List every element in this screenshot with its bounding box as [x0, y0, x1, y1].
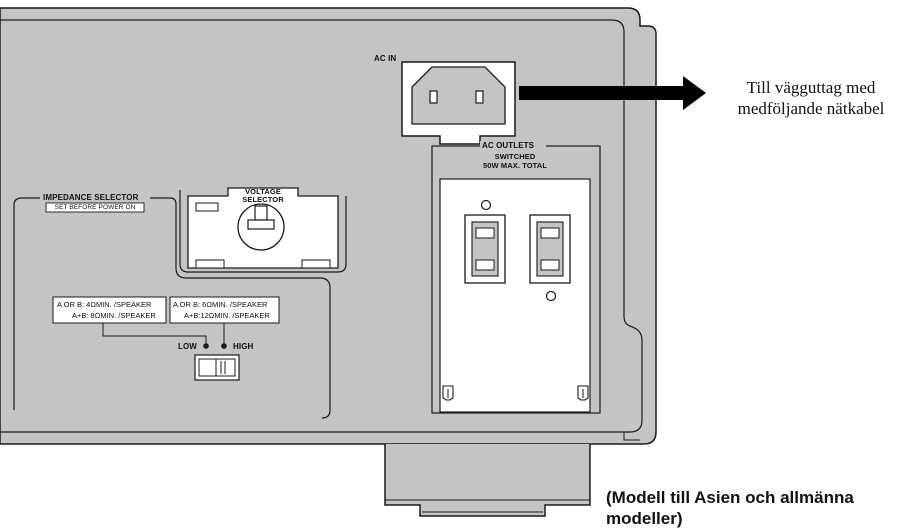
- ac-outlets-title-bg: [480, 141, 546, 151]
- ac-outlets-plate: [439, 178, 591, 413]
- voltage-selector-label-1: VOLTAGE: [245, 187, 281, 196]
- ac-inlet-socket: [411, 66, 506, 125]
- impedance-bracket-right: [150, 197, 331, 419]
- chassis-inner-contour: [0, 19, 643, 433]
- caption-line-1: (Modell till Asien och allmänna: [606, 488, 854, 507]
- outlet-right-slot-top: [540, 227, 560, 239]
- impedance-bracket: [13, 197, 40, 410]
- spec-low-line-1: A OR B: 4ΩMIN. /SPEAKER: [57, 300, 152, 309]
- spec-high-line-2: A+B:12ΩMIN. /SPEAKER: [184, 311, 270, 320]
- voltage-tab-bottom-right: [301, 259, 331, 269]
- impedance-selector-label: IMPEDANCE SELECTOR: [43, 193, 139, 202]
- dot-high: [221, 343, 227, 349]
- spec-low-line-2: A+B: 8ΩMIN. /SPEAKER: [72, 311, 156, 320]
- chassis-foot: [384, 444, 591, 517]
- caption-line-2: modeller): [606, 509, 683, 528]
- arrow-to-wall-outlet: [519, 76, 706, 110]
- voltage-tab-top-left: [195, 202, 219, 212]
- ac-inlet-pin-right: [475, 90, 484, 104]
- spec-box-high: [169, 296, 280, 324]
- ac-inlet-pin-left: [429, 90, 438, 104]
- callout-line-1: Till vägguttag med: [746, 78, 876, 97]
- spec-box-low: [52, 296, 167, 324]
- outlet-left-slot-bottom: [475, 259, 495, 271]
- spec-high-line-1: A OR B: 6ΩMIN. /SPEAKER: [173, 300, 268, 309]
- impedance-note-box: [45, 202, 145, 213]
- voltage-selector-outline: [179, 190, 347, 273]
- voltage-selector-label-2: SELECTOR: [242, 195, 284, 204]
- connector-low: [102, 323, 207, 344]
- ac-outlets-title: AC OUTLETS: [482, 141, 535, 150]
- impedance-note-label: SET BEFORE POWER ON: [54, 204, 136, 211]
- model-caption: (Modell till Asien och allmänna modeller…: [606, 487, 906, 529]
- voltage-dial-window: [247, 219, 275, 230]
- callout-line-2: medföljande nätkabel: [737, 99, 885, 118]
- outlet-indicator-right: [545, 290, 557, 302]
- voltage-dial-slot: [254, 205, 268, 221]
- chassis-corner-notch: [623, 432, 640, 441]
- ac-outlets-switched: SWITCHED: [494, 152, 536, 161]
- outlet-left-slot-top: [475, 227, 495, 239]
- outlet-right-slot-bottom: [540, 259, 560, 271]
- low-label: LOW: [178, 342, 197, 351]
- ac-in-label: AC IN: [374, 54, 397, 63]
- impedance-title-bg: [42, 194, 150, 203]
- voltage-tab-bottom-left: [195, 259, 225, 269]
- high-label: HIGH: [233, 342, 254, 351]
- ac-outlets-max-total: 50W MAX. TOTAL: [482, 161, 548, 170]
- dot-low: [203, 343, 209, 349]
- callout-text: Till vägguttag med medföljande nätkabel: [716, 77, 906, 119]
- outlet-indicator-left: [480, 199, 492, 211]
